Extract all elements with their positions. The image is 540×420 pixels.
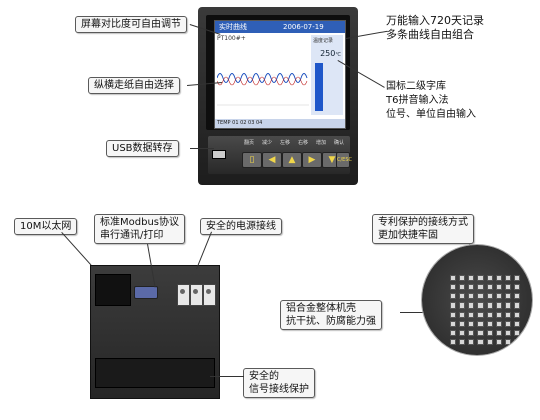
- lcd-screen: 实时曲线 2006-07-19 17:02 PT100#+ 温度记录 250℃ …: [214, 20, 346, 129]
- power-terminal[interactable]: [190, 284, 203, 306]
- screen-title-bar: 实时曲线 2006-07-19 17:02: [215, 21, 345, 43]
- signal-terminal-cover: [95, 358, 215, 388]
- key-label: 右移: [298, 140, 309, 146]
- key-label: 左移: [280, 140, 291, 146]
- usb-port[interactable]: [212, 150, 226, 159]
- right-key[interactable]: ▶: [302, 152, 322, 168]
- input-feature: 国标二级字库 T6拼音输入法 位号、单位自由输入: [386, 81, 476, 120]
- side-label: 温度记录: [313, 38, 334, 44]
- reading-value: 250℃: [320, 49, 341, 58]
- callout-chart-direction: 纵横走纸自由选择: [88, 77, 180, 94]
- power-terminal[interactable]: [177, 284, 190, 306]
- left-key[interactable]: ◀: [262, 152, 282, 168]
- recorder-front-panel: 实时曲线 2006-07-19 17:02 PT100#+ 温度记录 250℃ …: [198, 7, 358, 185]
- leader-line: [400, 312, 424, 313]
- leader-line: [196, 231, 212, 270]
- trend-curve: [217, 73, 309, 106]
- callout-patent: 专利保护的接线方式 更加快捷牢固: [372, 214, 474, 244]
- screen-channel: PT100#+: [217, 35, 246, 42]
- screen-title: 实时曲线: [219, 23, 247, 31]
- leader-line: [61, 232, 92, 266]
- esc-key[interactable]: C/ESC: [336, 152, 352, 168]
- terminal-block-closeup: [422, 245, 532, 355]
- terminal-grid: [450, 275, 520, 345]
- record-feature: 万能输入720天记录 多条曲线自由组合: [386, 14, 484, 41]
- callout-power: 安全的电源接线: [200, 218, 282, 235]
- leader-line: [210, 376, 244, 377]
- key-label: 减少: [262, 140, 273, 146]
- keypad: 翻页 减少 左移 右移 增加 确认 ▯ ◀ ▲ ▶ ▼ C/ESC: [208, 136, 352, 174]
- key-label: 确认: [334, 140, 345, 146]
- callout-modbus: 标准Modbus协议 串行通讯/打印: [94, 214, 185, 244]
- key-label: 增加: [316, 140, 327, 146]
- up-key[interactable]: ▲: [282, 152, 302, 168]
- callout-housing: 铝合金整体机壳 抗干扰、防腐能力强: [280, 300, 382, 330]
- callout-screen-contrast: 屏幕对比度可自由调节: [75, 16, 187, 33]
- ethernet-port[interactable]: [95, 274, 131, 306]
- level-bar: [315, 63, 323, 111]
- callout-ethernet: 10M以太网: [14, 218, 78, 235]
- screen-side-panel: 温度记录 250℃: [311, 35, 343, 115]
- screen-datetime: 2006-07-19 17:02: [283, 23, 324, 43]
- serial-port[interactable]: [134, 286, 158, 299]
- power-terminal[interactable]: [203, 284, 216, 306]
- callout-signal: 安全的 信号接线保护: [243, 368, 315, 398]
- leader-line: [190, 148, 214, 149]
- key-label: 翻页: [244, 140, 255, 146]
- callout-usb: USB数据转存: [106, 140, 179, 157]
- screen-footer: TEMP 01 02 03 04: [215, 119, 345, 128]
- page-key[interactable]: ▯: [242, 152, 262, 168]
